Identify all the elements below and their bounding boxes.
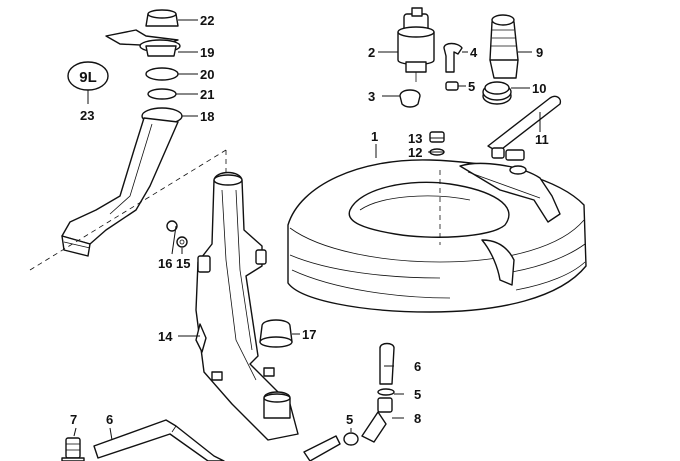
callout-3: 3: [368, 89, 375, 104]
callout-2: 2: [368, 45, 375, 60]
mounting-bracket: [195, 171, 299, 441]
callout-20: 20: [200, 67, 214, 82]
callout-13: 13: [408, 131, 422, 146]
callout-5-top: 5: [468, 79, 475, 94]
bracket-bottom-fitting: [263, 391, 291, 419]
filler-hose: [489, 14, 519, 79]
washer-pump: [397, 7, 435, 82]
grommet-13: [429, 131, 445, 143]
callout-21: 21: [200, 87, 214, 102]
hose-connector-8: [361, 397, 393, 443]
nut-16: [166, 220, 178, 232]
rubber-bush: [259, 319, 293, 348]
callout-5-bottom: 5: [346, 412, 353, 427]
washer-15: [176, 236, 188, 248]
hose-clip-bottom: [343, 432, 359, 446]
callout-5-right: 5: [414, 387, 421, 402]
hose-6-right: [379, 342, 395, 385]
hose-clip-top: [445, 81, 459, 91]
callout-numbers: 22 19 20 21 18 23 2 3 4 5 9 10 11 1 13 1…: [70, 13, 549, 427]
callout-4: 4: [470, 45, 478, 60]
callout-10: 10: [532, 81, 546, 96]
callout-11: 11: [535, 132, 549, 147]
callout-6-right: 6: [414, 359, 421, 374]
callout-7: 7: [70, 412, 77, 427]
callout-18: 18: [200, 109, 214, 124]
callout-17: 17: [302, 327, 316, 342]
vent-hose: [487, 95, 562, 153]
hose-bottom-right: [303, 435, 341, 461]
callout-19: 19: [200, 45, 214, 60]
leader-lines: [73, 19, 541, 441]
callout-15: 15: [176, 256, 190, 271]
filler-cap: [145, 9, 179, 27]
callout-8: 8: [414, 411, 421, 426]
callout-9: 9: [536, 45, 543, 60]
callout-1: 1: [371, 129, 378, 144]
hose-6-left: [93, 419, 225, 461]
callout-23: 23: [80, 108, 94, 123]
pump-grommet: [399, 89, 421, 108]
callout-16: 16: [158, 256, 172, 271]
callout-6-left: 6: [106, 412, 113, 427]
mounting-kit-badge: 9L: [67, 61, 109, 104]
tank-connector: [491, 147, 527, 175]
filler-neck: [61, 107, 183, 257]
seal-ring: [482, 81, 512, 105]
filler-ring: [145, 67, 179, 81]
filler-clamp: [147, 88, 177, 100]
hose-clip-right: [377, 388, 395, 396]
washer-reservoir-tank: [287, 159, 587, 313]
hose-nozzle-7: [61, 437, 85, 461]
callout-22: 22: [200, 13, 214, 28]
badge-label: 9L: [79, 69, 97, 86]
elbow-hose: [443, 42, 463, 73]
callout-14: 14: [158, 329, 173, 344]
filler-flange: [105, 29, 181, 57]
callout-12: 12: [408, 145, 422, 160]
